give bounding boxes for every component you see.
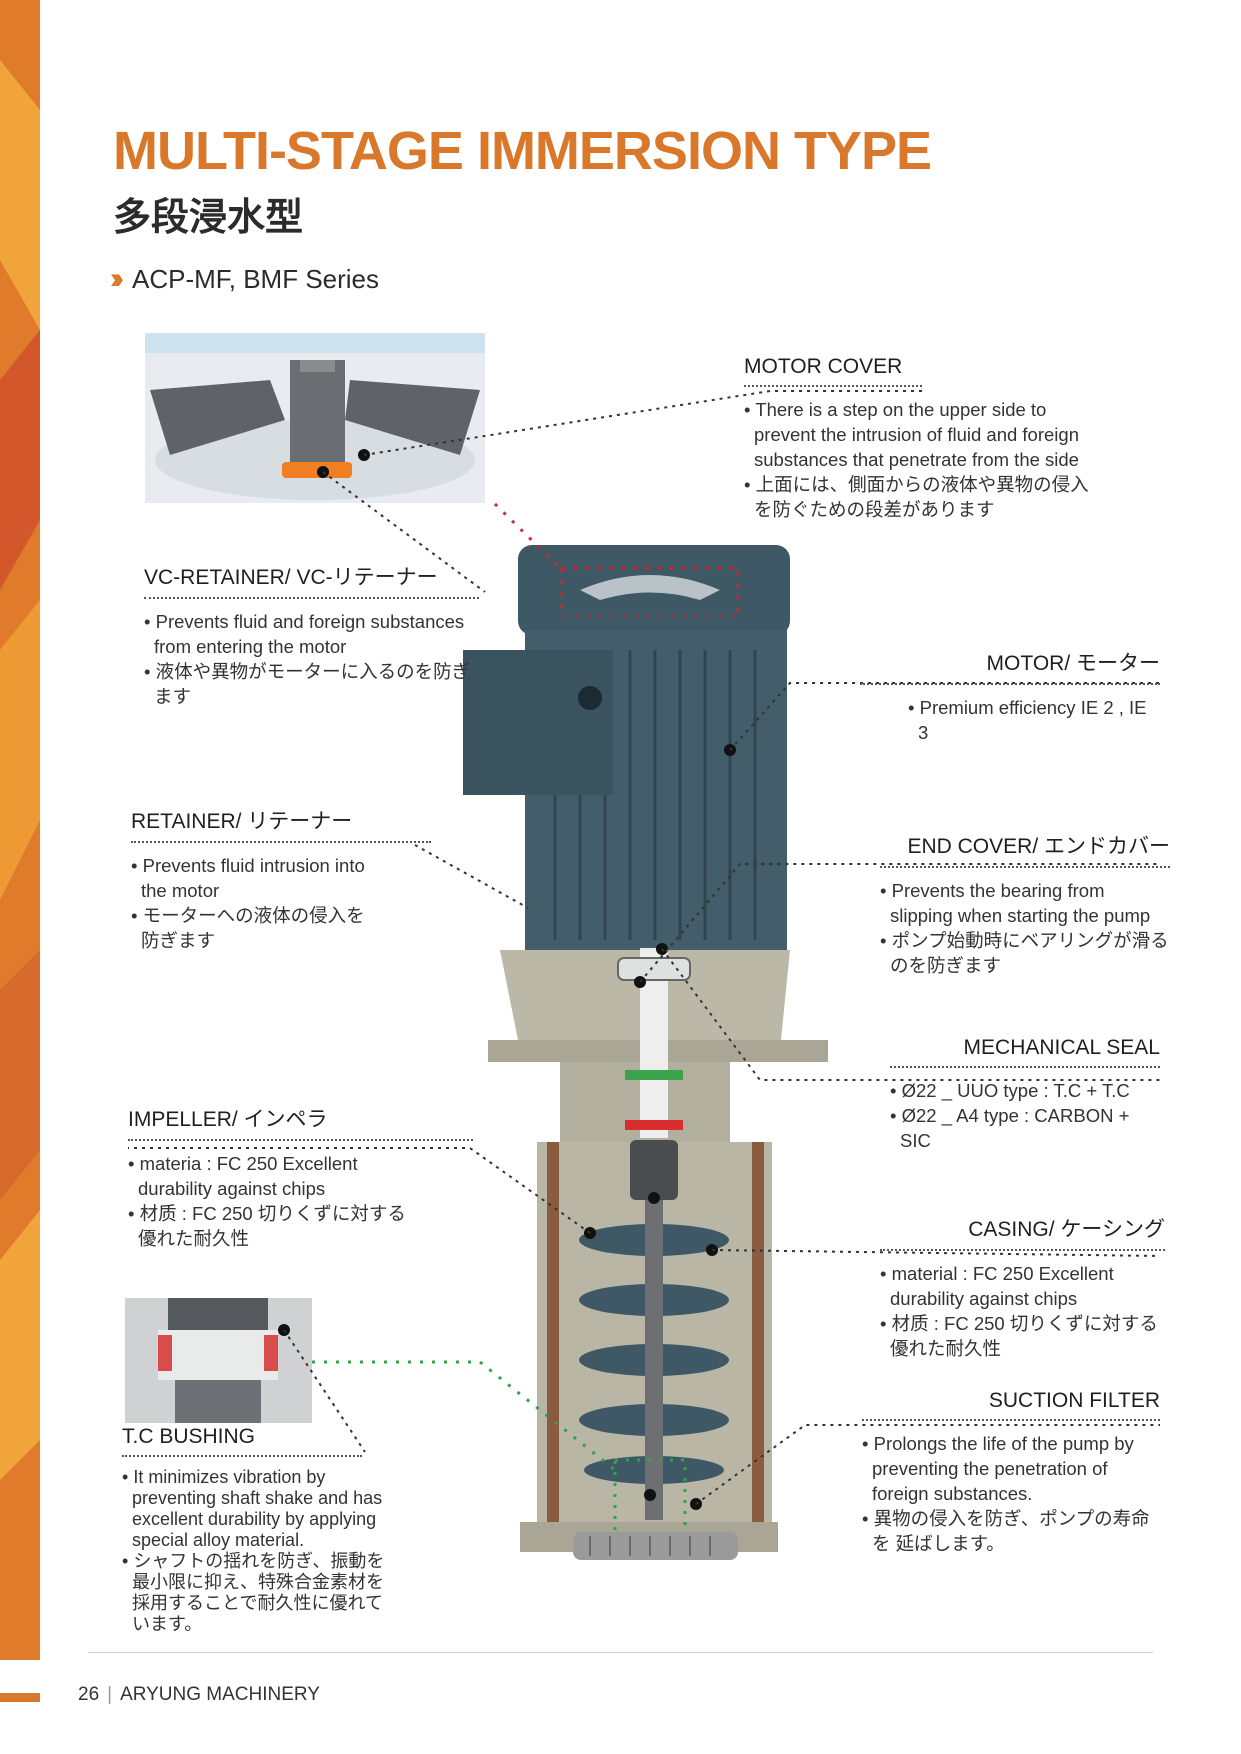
motor-body [463,545,790,950]
vc-retainer-list: Prevents fluid and foreign substances fr… [144,609,479,709]
motor-heading: MOTOR/ モーター [986,652,1160,675]
end-cover-heading: END COVER/ エンドカバー [907,835,1170,858]
motor-cover-heading: MOTOR COVER [744,355,903,378]
pump-housing [488,943,828,1142]
list-item: シャフトの揺れを防ぎ、振動を最小限に抑え、特殊合金素材を採用することで耐久性に優… [122,1551,397,1635]
page-number: 26 [78,1684,100,1705]
mechanical-seal-heading: MECHANICAL SEAL [963,1036,1160,1059]
motor-list: Premium efficiency IE 2 , IE 3 [908,695,1160,745]
list-item: It minimizes vibration by preventing sha… [122,1467,397,1551]
list-item: There is a step on the upper side to pre… [744,397,1104,472]
list-item: Prevents fluid intrusion into the motor [131,853,381,903]
callout-tc-bushing: T.C BUSHING It minimizes vibration by pr… [122,1425,405,1635]
retainer-list: Prevents fluid intrusion into the motor … [131,853,381,953]
list-item: materia : FC 250 Excellent durability ag… [128,1151,413,1201]
heading-rule [131,841,431,843]
retainer-heading: RETAINER/ リテーナー [131,810,353,833]
heading-rule [128,1139,473,1141]
list-item: material : FC 250 Excellent durability a… [880,1261,1165,1311]
tc-bushing-heading: T.C BUSHING [122,1425,256,1448]
series-line: ›› ACP-MF, BMF Series [110,262,379,296]
side-stripe [0,0,40,1660]
heading-rule [880,866,1170,868]
callout-impeller: IMPELLER/ インペラ materia : FC 250 Excellen… [128,1103,473,1251]
callout-casing: CASING/ ケーシング material : FC 250 Excellen… [880,1213,1165,1361]
list-item: Ø22 _ A4 type : CARBON + SIC [890,1103,1160,1153]
vc-retainer-heading: VC-RETAINER/ VC-リテーナー [144,566,438,589]
page-subtitle-jp: 多段浸水型 [113,197,304,239]
list-item: Premium efficiency IE 2 , IE 3 [908,695,1160,745]
list-item: 材质 : FC 250 切りくずに対する優れた耐久性 [880,1311,1165,1361]
heading-rule [880,1249,1165,1251]
callout-mechanical-seal: MECHANICAL SEAL Ø22 _ UUO type : T.C + T… [890,1036,1160,1153]
list-item: 上面には、側面からの液体や異物の侵入を防ぐための段差があります [744,472,1104,522]
heading-rule [744,385,922,387]
heading-rule [144,597,479,599]
heading-rule [860,683,1160,685]
end-cover-list: Prevents the bearing from slipping when … [880,878,1170,978]
suction-filter-heading: SUCTION FILTER [988,1389,1160,1412]
heading-rule [122,1455,362,1457]
tc-bushing-list: It minimizes vibration by preventing sha… [122,1467,397,1635]
callout-vc-retainer: VC-RETAINER/ VC-リテーナー Prevents fluid and… [144,561,479,709]
list-item: Prevents fluid and foreign substances fr… [144,609,479,659]
callout-motor: MOTOR/ モーター Premium efficiency IE 2 , IE… [860,647,1160,745]
list-item: Prolongs the life of the pump by prevent… [862,1431,1160,1506]
motor-cover-list: There is a step on the upper side to pre… [744,397,1104,522]
callout-suction-filter: SUCTION FILTER Prolongs the life of the … [862,1389,1160,1556]
vc-retainer-inset-image [145,333,485,503]
list-item: Prevents the bearing from slipping when … [880,878,1170,928]
footer-divider [88,1652,1153,1653]
page-title: MULTI-STAGE IMMERSION TYPE [113,121,932,181]
list-item: ポンプ始動時にベアリングが滑るのを防ぎます [880,928,1170,978]
footer-company: ARYUNG MACHINERY [120,1684,320,1705]
list-item: Ø22 _ UUO type : T.C + T.C [890,1078,1160,1103]
heading-rule [890,1066,1160,1068]
tc-bushing-inset-image [125,1298,312,1423]
footer-separator: | [107,1684,113,1705]
series-label: ACP-MF, BMF Series [131,263,380,294]
impeller-heading: IMPELLER/ インペラ [128,1108,328,1131]
pump-casing [520,1140,778,1560]
casing-list: material : FC 250 Excellent durability a… [880,1261,1165,1361]
casing-heading: CASING/ ケーシング [968,1218,1165,1241]
callout-retainer: RETAINER/ リテーナー Prevents fluid intrusion… [131,805,431,953]
list-item: 材质 : FC 250 切りくずに対する優れた耐久性 [128,1201,413,1251]
suction-filter-list: Prolongs the life of the pump by prevent… [862,1431,1160,1556]
tc-bushing-green-leader [312,1360,616,1472]
heading-rule [862,1419,1160,1421]
list-item: モーターへの液体の侵入を防ぎます [131,903,381,953]
mechanical-seal-list: Ø22 _ UUO type : T.C + T.C Ø22 _ A4 type… [890,1078,1160,1153]
callout-end-cover: END COVER/ エンドカバー Prevents the bearing f… [880,830,1170,978]
callout-motor-cover: MOTOR COVER There is a step on the upper… [744,355,1104,522]
impeller-list: materia : FC 250 Excellent durability ag… [128,1151,413,1251]
footer-accent-bar [0,1693,40,1702]
list-item: 液体や異物がモーターに入るのを防ぎます [144,659,479,709]
page-footer: 26 | ARYUNG MACHINERY [78,1684,320,1706]
list-item: 異物の侵入を防ぎ、ポンプの寿命を 延ばします。 [862,1506,1160,1556]
leader-lines [128,390,1161,1505]
